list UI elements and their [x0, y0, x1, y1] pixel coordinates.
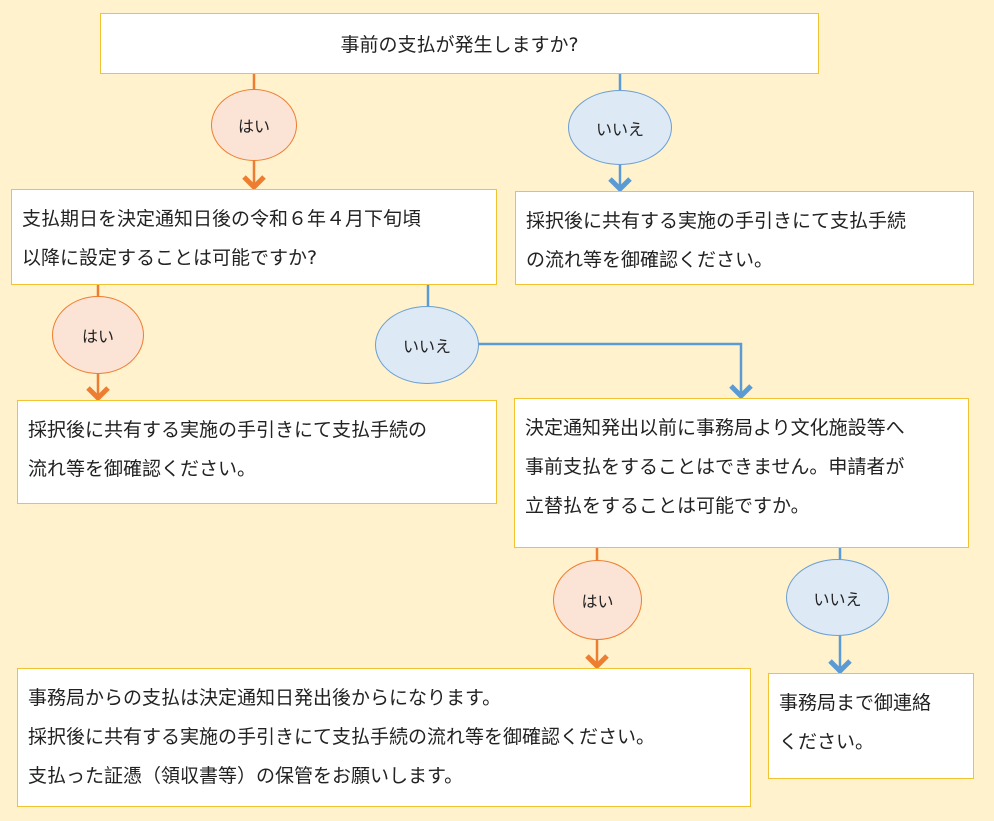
answer-no1-line-1: 採択後に共有する実施の手引きにて支払手続: [526, 210, 907, 232]
answer-no1-line-2: の流れ等を御確認ください。: [526, 249, 774, 271]
question2-line-2: 以降に設定することは可能ですか?: [22, 247, 318, 269]
no-bubble-3: いいえ: [786, 559, 889, 636]
no-bubble-2: いいえ: [375, 306, 479, 384]
question-text-1: 事前の支払が発生しますか?: [340, 34, 579, 56]
no-bubble-1: いいえ: [568, 90, 672, 165]
yes-bubble-2: はい: [52, 296, 144, 374]
question-box-3: 決定通知発出以前に事務局より文化施設等へ 事前支払をすることはできません。申請者…: [514, 398, 969, 548]
yes-label: はい: [81, 327, 114, 346]
answer-no3-line-1: 事務局まで御連絡: [779, 692, 932, 714]
answer-yes3-line-3: 支払った証憑（領収書等）の保管をお願いします。: [28, 765, 464, 787]
question-box-1: 事前の支払が発生しますか?: [100, 13, 819, 74]
answer-box-no-1: 採択後に共有する実施の手引きにて支払手続 の流れ等を御確認ください。: [515, 191, 974, 285]
yes-label: はい: [237, 117, 270, 136]
answer-yes3-line-2: 採択後に共有する実施の手引きにて支払手続の流れ等を御確認ください。: [28, 726, 656, 748]
yes-bubble-3: はい: [553, 560, 642, 640]
question3-line-1: 決定通知発出以前に事務局より文化施設等へ: [525, 417, 905, 439]
no-label: いいえ: [595, 119, 644, 139]
yes-label: はい: [581, 592, 614, 611]
answer-box-yes-3: 事務局からの支払は決定通知日発出後からになります。 採択後に共有する実施の手引き…: [17, 668, 751, 807]
answer-yes2-line-1: 採択後に共有する実施の手引きにて支払手続の: [28, 419, 428, 441]
answer-yes3-line-1: 事務局からの支払は決定通知日発出後からになります。: [28, 687, 502, 709]
question3-line-2: 事前支払をすることはできません。申請者が: [525, 456, 905, 478]
no-label: いいえ: [813, 589, 862, 609]
answer-no3-line-2: ください。: [779, 731, 875, 753]
answer-yes2-line-2: 流れ等を御確認ください。: [28, 458, 257, 480]
question-box-2: 支払期日を決定通知日後の令和６年４月下旬頃 以降に設定することは可能ですか?: [11, 189, 497, 285]
question3-line-3: 立替払をすることは可能ですか。: [525, 495, 810, 517]
no-label: いいえ: [402, 337, 451, 356]
question2-line-1: 支払期日を決定通知日後の令和６年４月下旬頃: [22, 208, 422, 230]
answer-box-no-3: 事務局まで御連絡 ください。: [768, 673, 974, 779]
answer-box-yes-2: 採択後に共有する実施の手引きにて支払手続の 流れ等を御確認ください。: [17, 400, 497, 504]
yes-bubble-1: はい: [211, 89, 297, 161]
